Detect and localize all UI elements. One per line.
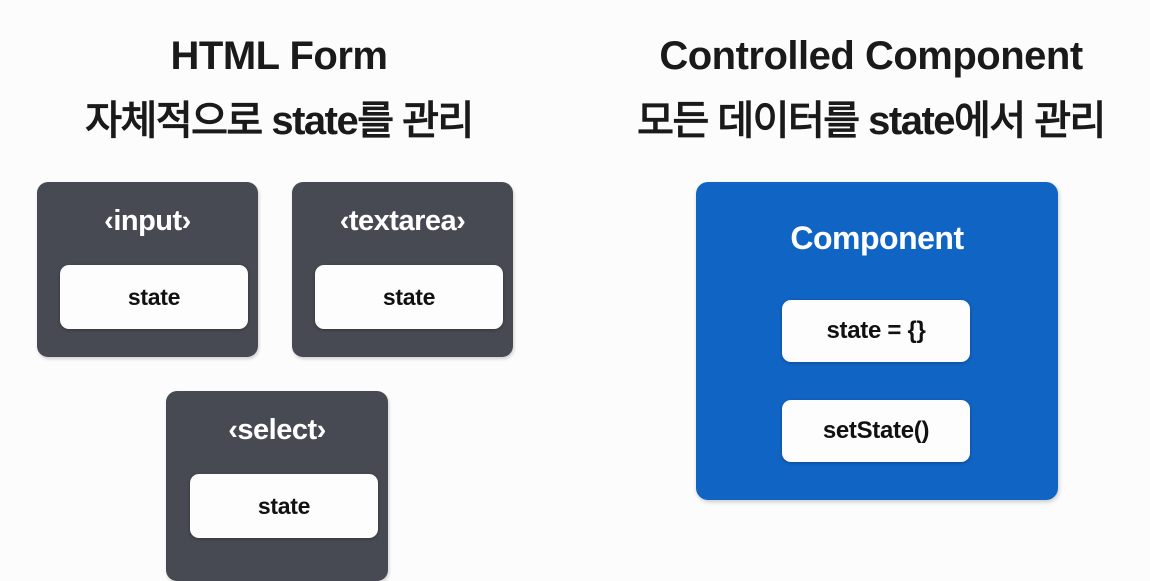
left-column-title-en: HTML Form <box>170 34 388 78</box>
right-column-subtitle-ko: 모든 데이터를 state에서 관리 <box>637 99 1106 143</box>
textarea-state-chip: state <box>315 265 503 329</box>
controlled-component-box: Component state = {} setState() <box>696 182 1058 500</box>
component-state-chip: state = {} <box>782 300 970 362</box>
html-element-box-select: ‹select› state <box>166 391 388 581</box>
left-column-subtitle-ko: 자체적으로 state를 관리 <box>85 99 474 143</box>
input-tag-label: ‹input› <box>104 205 191 237</box>
component-heading-label: Component <box>790 220 964 256</box>
textarea-tag-label: ‹textarea› <box>339 205 466 237</box>
input-state-chip: state <box>60 265 248 329</box>
component-setstate-chip: setState() <box>782 400 970 462</box>
select-state-chip: state <box>190 474 378 538</box>
right-column-title-en: Controlled Component <box>659 34 1083 78</box>
html-element-box-textarea: ‹textarea› state <box>292 182 513 357</box>
select-tag-label: ‹select› <box>228 414 326 446</box>
html-element-box-input: ‹input› state <box>37 182 258 357</box>
